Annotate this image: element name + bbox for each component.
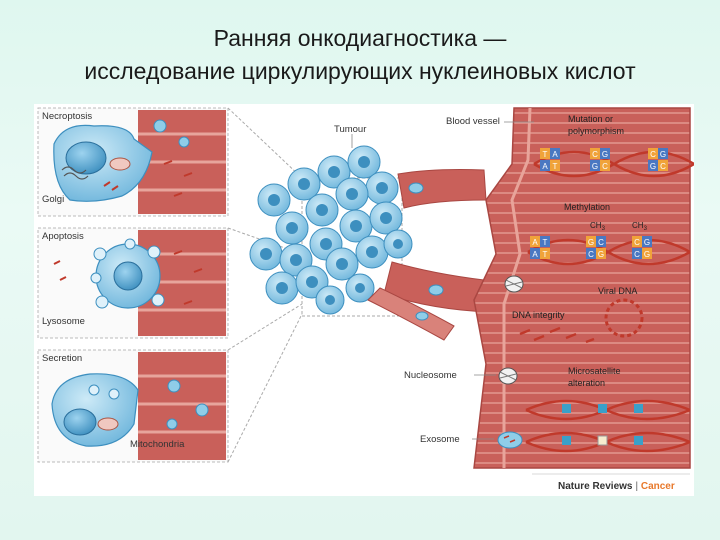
base: G bbox=[598, 250, 604, 259]
base: G bbox=[644, 250, 650, 259]
microsatellite-helix-2 bbox=[525, 431, 691, 453]
slide-title-line-2: исследование циркулирующих нуклеиновых к… bbox=[84, 58, 636, 84]
base: C bbox=[588, 250, 594, 259]
label-tumour: Tumour bbox=[334, 124, 366, 135]
label-blood-vessel: Blood vessel bbox=[446, 116, 500, 127]
base: A bbox=[552, 150, 558, 159]
base: C bbox=[660, 162, 666, 171]
base: G bbox=[602, 150, 608, 159]
base: G bbox=[660, 150, 666, 159]
mitochondrion bbox=[109, 157, 131, 171]
methylation-dna-helix bbox=[527, 238, 691, 266]
ch3-label-2: CH3 bbox=[632, 221, 648, 232]
blood-vessel bbox=[473, 107, 691, 469]
label-necroptosis: Necroptosis bbox=[42, 111, 92, 122]
panel-secretion: Secretion Mitochondria bbox=[37, 349, 229, 463]
exosome-icon bbox=[497, 431, 523, 449]
label-dna-integrity: DNA integrity bbox=[512, 310, 565, 320]
panel-vessel-3 bbox=[138, 352, 226, 460]
golgi-apparatus bbox=[61, 166, 89, 180]
base: T bbox=[543, 238, 548, 247]
label-secretion: Secretion bbox=[42, 353, 82, 364]
base: T bbox=[543, 150, 548, 159]
panel-necroptosis: Necroptosis Golgi bbox=[37, 107, 229, 217]
label-apoptosis: Apoptosis bbox=[42, 231, 84, 242]
base: C bbox=[634, 250, 640, 259]
base: T bbox=[543, 250, 548, 259]
base: G bbox=[588, 238, 594, 247]
label-lysosome: Lysosome bbox=[42, 316, 85, 327]
label-microsatellite-line-1: Microsatellite bbox=[568, 366, 621, 376]
nucleus bbox=[113, 261, 143, 291]
base: T bbox=[553, 162, 558, 171]
base: A bbox=[542, 162, 548, 171]
base: C bbox=[598, 238, 604, 247]
label-mutation-line-1: Mutation or bbox=[568, 114, 613, 124]
nucleus bbox=[65, 141, 107, 175]
branch-vessel-lower bbox=[367, 287, 455, 341]
ch3-label-1: CH3 bbox=[590, 221, 606, 232]
nucleus bbox=[63, 408, 97, 436]
label-nucleosome: Nucleosome bbox=[404, 370, 457, 381]
ctdna-diagram: Necroptosis Golgi Apoptosis Lysosome Sec… bbox=[37, 107, 695, 492]
base: C bbox=[650, 150, 656, 159]
viral-dna-circle bbox=[604, 298, 644, 338]
credit-line: Nature Reviews | Cancer bbox=[558, 481, 675, 492]
base: G bbox=[644, 238, 650, 247]
label-microsatellite-line-2: alteration bbox=[568, 378, 605, 388]
tumour-cluster bbox=[249, 145, 413, 315]
label-exosome: Exosome bbox=[420, 434, 460, 445]
base: C bbox=[602, 162, 608, 171]
base: A bbox=[532, 250, 538, 259]
label-golgi: Golgi bbox=[42, 194, 64, 205]
base: G bbox=[650, 162, 656, 171]
base: C bbox=[592, 150, 598, 159]
microsatellite-helix-1 bbox=[525, 399, 691, 421]
dna-fragments bbox=[519, 326, 595, 344]
base: G bbox=[592, 162, 598, 171]
ctdna-figure: Necroptosis Golgi Apoptosis Lysosome Sec… bbox=[34, 104, 695, 496]
mutation-bases: T A A T C G G C C G G C bbox=[540, 148, 668, 171]
label-mutation-line-2: polymorphism bbox=[568, 126, 624, 136]
label-viral-dna: Viral DNA bbox=[598, 286, 637, 296]
base: A bbox=[532, 238, 538, 247]
slide-title: Ранняя онкодиагностика — исследование ци… bbox=[0, 22, 720, 88]
panel-apoptosis: Apoptosis Lysosome bbox=[37, 227, 229, 339]
methylation-bases: A T A T G C C G C G C G bbox=[530, 236, 652, 259]
mitochondrion bbox=[97, 417, 119, 431]
base: C bbox=[634, 238, 640, 247]
label-methylation: Methylation bbox=[564, 202, 610, 212]
label-mitochondria: Mitochondria bbox=[130, 439, 185, 450]
slide-title-line-1: Ранняя онкодиагностика — bbox=[213, 25, 507, 51]
